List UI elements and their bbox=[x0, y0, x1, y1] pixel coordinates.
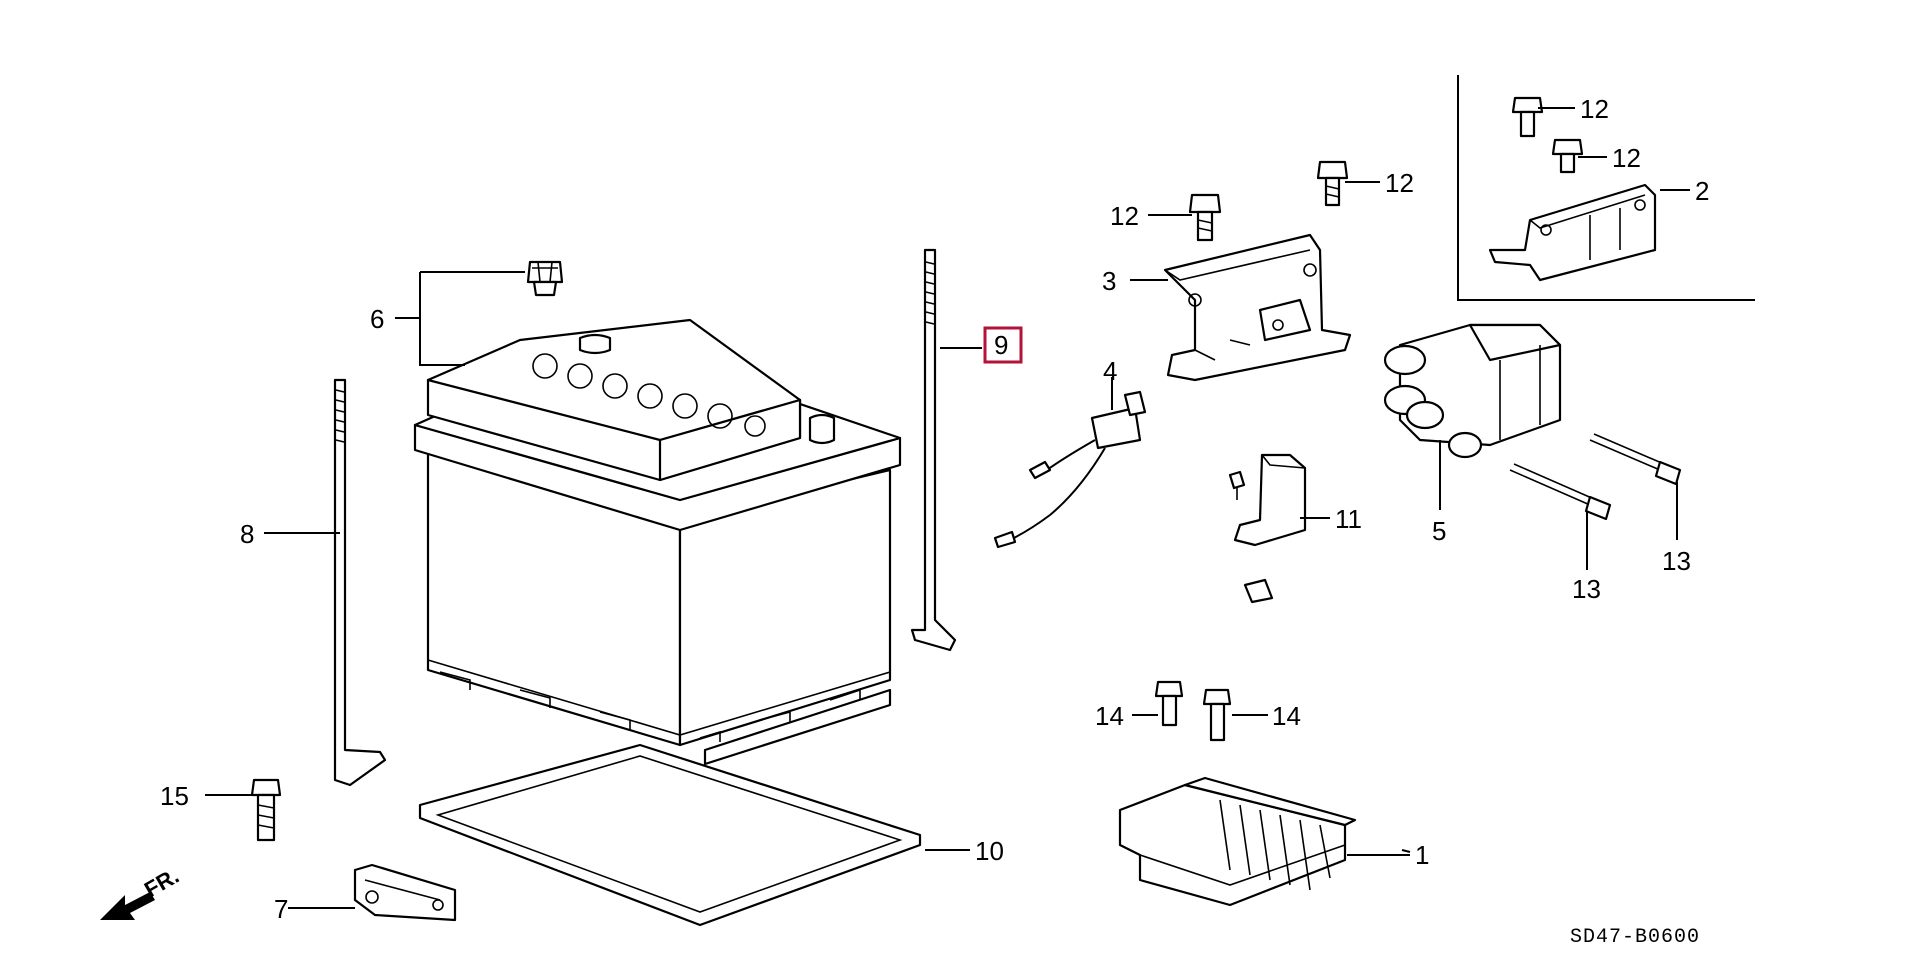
bolt-12-inset-bottom bbox=[1551, 138, 1584, 174]
part-label-12-inset-bottom[interactable]: 12 bbox=[1612, 143, 1641, 173]
wire-harness bbox=[993, 390, 1147, 549]
bracket-2 bbox=[1488, 183, 1657, 282]
bolt-12-mid bbox=[1316, 160, 1349, 207]
bolt-12-inset-top bbox=[1511, 96, 1544, 138]
inset-frame bbox=[1457, 75, 1755, 301]
leader-lines bbox=[205, 107, 1690, 909]
igniter-module bbox=[1118, 776, 1357, 907]
part-label-10[interactable]: 10 bbox=[975, 836, 1004, 866]
part-label-9[interactable]: 9 bbox=[994, 330, 1008, 360]
hold-down-rod-right bbox=[910, 248, 957, 652]
part-label-15[interactable]: 15 bbox=[160, 781, 189, 811]
front-arrow-icon bbox=[100, 892, 155, 920]
part-label-2[interactable]: 2 bbox=[1695, 176, 1709, 206]
bolt-13-right bbox=[1589, 433, 1682, 486]
hold-down-rod-left bbox=[333, 378, 387, 787]
part-label-5[interactable]: 5 bbox=[1432, 516, 1446, 546]
diagram-code: SD47-B0600 bbox=[1570, 926, 1700, 949]
bracket-11 bbox=[1228, 453, 1307, 604]
bolt-13-left bbox=[1509, 463, 1612, 521]
bolt-15 bbox=[250, 778, 282, 842]
part-label-7[interactable]: 7 bbox=[274, 894, 288, 924]
part-label-6[interactable]: 6 bbox=[370, 304, 384, 334]
bolt-14-left bbox=[1154, 680, 1184, 727]
part-label-12-left[interactable]: 12 bbox=[1110, 201, 1139, 231]
battery bbox=[413, 318, 902, 766]
part-label-12-inset-top[interactable]: 12 bbox=[1580, 94, 1609, 124]
bracket-7 bbox=[353, 863, 457, 922]
part-label-1[interactable]: 1 bbox=[1415, 840, 1429, 870]
part-label-13-left[interactable]: 13 bbox=[1572, 574, 1601, 604]
battery-tray bbox=[418, 743, 922, 927]
part-label-14-left[interactable]: 14 bbox=[1095, 701, 1124, 731]
ignition-coil bbox=[1383, 323, 1562, 459]
bolt-14-right bbox=[1202, 688, 1232, 742]
part-label-8[interactable]: 8 bbox=[240, 519, 254, 549]
part-label-3[interactable]: 3 bbox=[1102, 266, 1116, 296]
part-label-4[interactable]: 4 bbox=[1103, 356, 1117, 386]
part-label-12-mid[interactable]: 12 bbox=[1385, 168, 1414, 198]
terminal-nut bbox=[526, 260, 564, 297]
bolt-12-left bbox=[1188, 193, 1222, 242]
part-9-highlight bbox=[983, 326, 1023, 364]
part-label-14-right[interactable]: 14 bbox=[1272, 701, 1301, 731]
part-label-11[interactable]: 11 bbox=[1335, 504, 1362, 534]
mounting-bracket bbox=[1163, 233, 1352, 382]
part-label-13-right[interactable]: 13 bbox=[1662, 546, 1691, 576]
